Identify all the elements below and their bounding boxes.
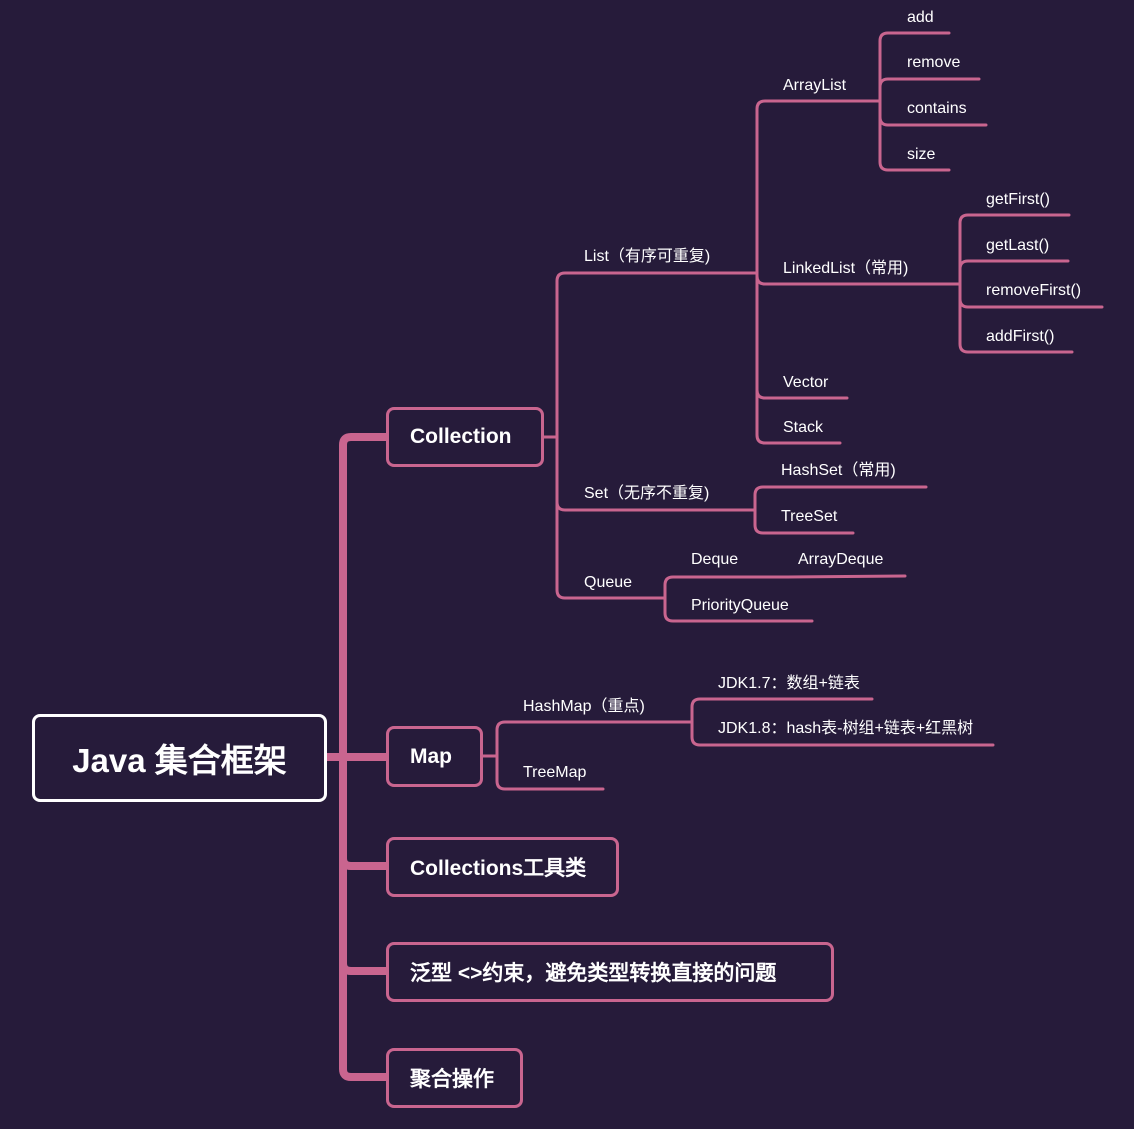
node-getlast[interactable]: getLast() <box>986 237 1050 254</box>
node-addfirst[interactable]: addFirst() <box>986 328 1055 345</box>
root-node[interactable]: Java 集合框架 <box>32 714 327 802</box>
node-hashmap[interactable]: HashMap（重点) <box>523 698 645 715</box>
branch-arraylist-method-3 <box>878 99 951 172</box>
node-map[interactable]: Map <box>386 726 483 787</box>
node-collection[interactable]: Collection <box>386 407 544 467</box>
node-jdk18[interactable]: JDK1.8：hash表-树组+链表+红黑树 <box>718 720 974 737</box>
node-vector[interactable]: Vector <box>783 374 829 391</box>
branch-linkedlist-method-3 <box>958 282 1074 354</box>
node-deque[interactable]: Deque <box>691 551 739 568</box>
trunk-branch-4 <box>322 753 391 1081</box>
node-hashset[interactable]: HashSet（常用) <box>781 462 896 479</box>
trunk-branch-0 <box>322 433 391 761</box>
node-remove[interactable]: remove <box>907 54 961 71</box>
branch-linkedlist-method-1 <box>958 259 1070 286</box>
branch-arraylist-method-0 <box>878 31 951 103</box>
branch-treeset <box>753 508 855 535</box>
node-treemap[interactable]: TreeMap <box>523 764 587 781</box>
node-contains[interactable]: contains <box>907 100 967 117</box>
node-queue[interactable]: Queue <box>584 574 633 591</box>
branch-stack <box>755 271 842 445</box>
node-stack[interactable]: Stack <box>783 419 824 436</box>
node-treeset[interactable]: TreeSet <box>781 508 838 525</box>
branch-arraylist-method-1 <box>878 77 981 103</box>
branch-hashset <box>753 485 928 512</box>
branch-arraylist <box>755 99 882 275</box>
node-jdk17[interactable]: JDK1.7：数组+链表 <box>718 675 860 692</box>
node-add[interactable]: add <box>907 9 934 26</box>
branch-deque <box>663 575 789 600</box>
node-arraylist[interactable]: ArrayList <box>783 77 847 94</box>
branch-linkedlist-method-0 <box>958 213 1071 286</box>
branch-arraydeque <box>785 574 907 579</box>
branch-list <box>541 271 759 439</box>
node-list[interactable]: List（有序可重复) <box>584 248 711 265</box>
branch-treemap <box>480 754 605 791</box>
node-removefirst[interactable]: removeFirst() <box>986 282 1082 299</box>
node-size[interactable]: size <box>907 146 936 163</box>
branch-jdk18 <box>690 720 995 747</box>
node-collections-util[interactable]: Collections工具类 <box>386 837 619 897</box>
node-set[interactable]: Set（无序不重复) <box>584 485 710 502</box>
node-linkedlist[interactable]: LinkedList（常用) <box>783 260 909 277</box>
node-aggregate[interactable]: 聚合操作 <box>386 1048 523 1108</box>
branch-hashmap <box>480 720 694 758</box>
node-priorityqueue[interactable]: PriorityQueue <box>691 597 789 614</box>
trunk-branch-2 <box>322 753 391 870</box>
node-getfirst[interactable]: getFirst() <box>986 191 1050 208</box>
node-arraydeque[interactable]: ArrayDeque <box>798 551 884 568</box>
branch-queue <box>541 435 667 600</box>
branch-jdk17 <box>690 697 874 724</box>
branch-priorityqueue <box>663 596 814 623</box>
node-generics[interactable]: 泛型 <>约束，避免类型转换直接的问题 <box>386 942 834 1002</box>
